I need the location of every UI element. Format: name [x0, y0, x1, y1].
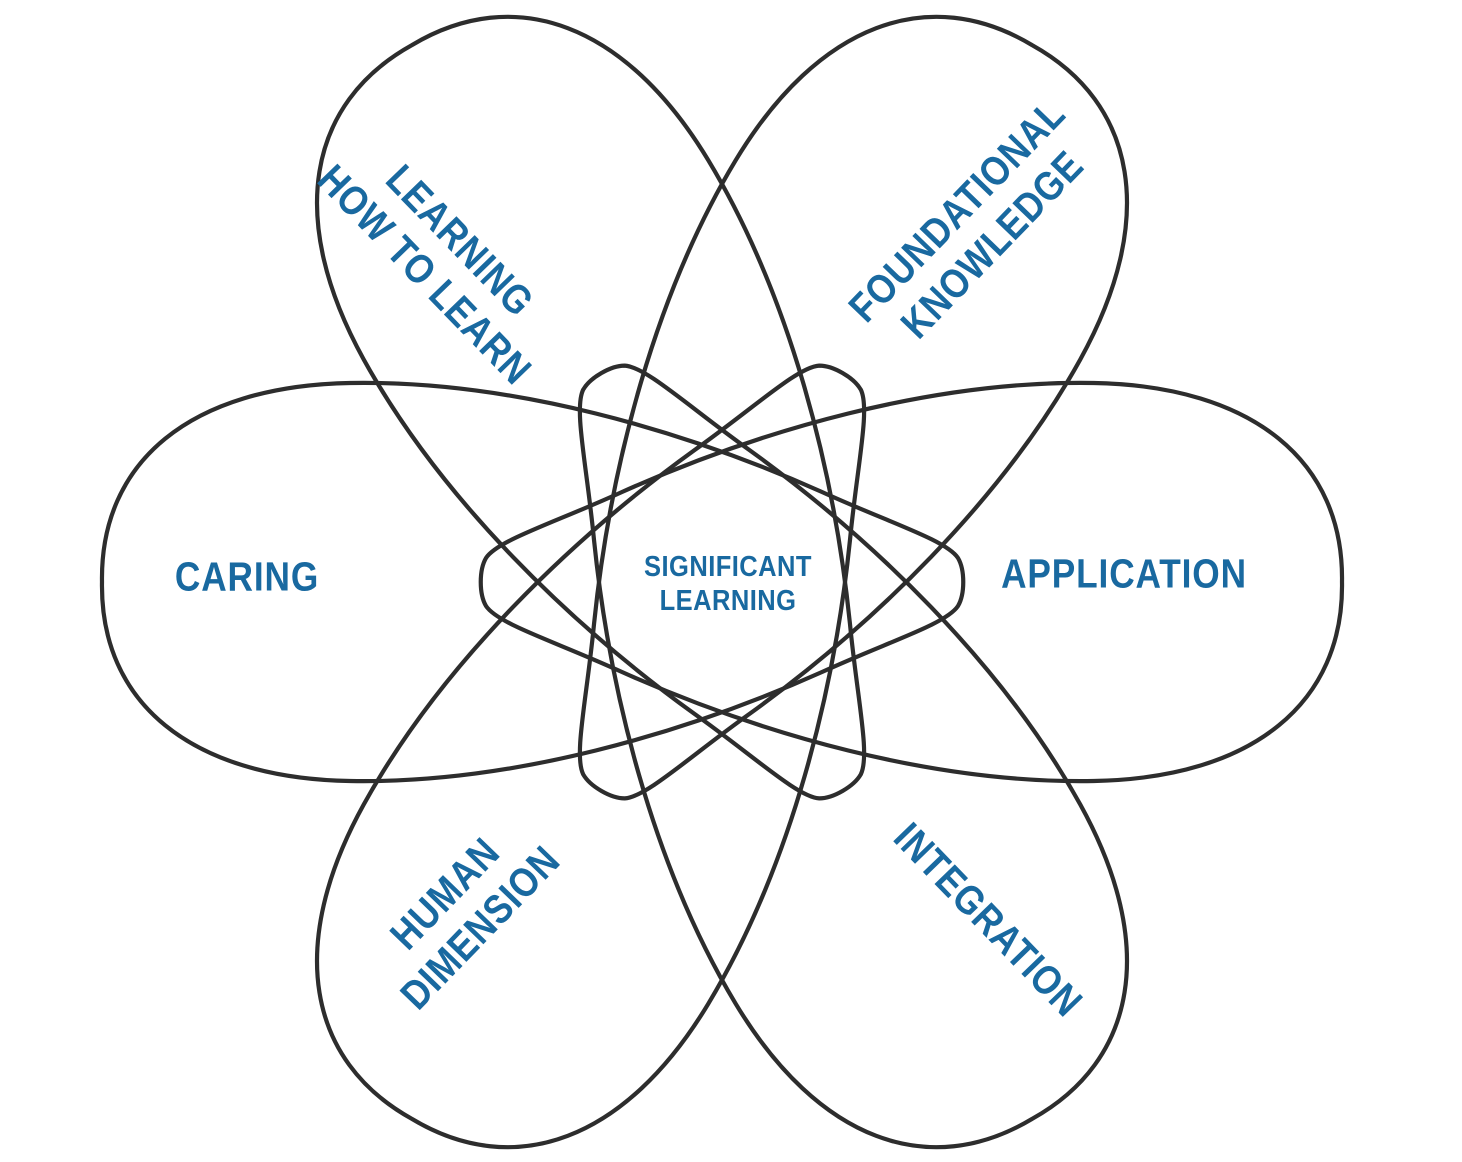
center-label-line: LEARNING: [659, 585, 797, 617]
petal-outline-foundational-knowledge: [429, 0, 1205, 890]
petal-outline-learning-how-to-learn: [240, 0, 1016, 890]
petal-label-line: APPLICATION: [1001, 550, 1247, 597]
petal-label-caring: CARING: [175, 552, 319, 601]
center-label-significant-learning: SIGNIFICANT LEARNING: [644, 551, 812, 619]
petal-outline-human-dimension: [240, 274, 1016, 1162]
petal-label-application: APPLICATION: [1001, 549, 1247, 598]
petal-label-line: CARING: [174, 553, 320, 600]
petal-outline-integration: [429, 274, 1205, 1162]
center-label-line: SIGNIFICANT: [644, 551, 812, 584]
